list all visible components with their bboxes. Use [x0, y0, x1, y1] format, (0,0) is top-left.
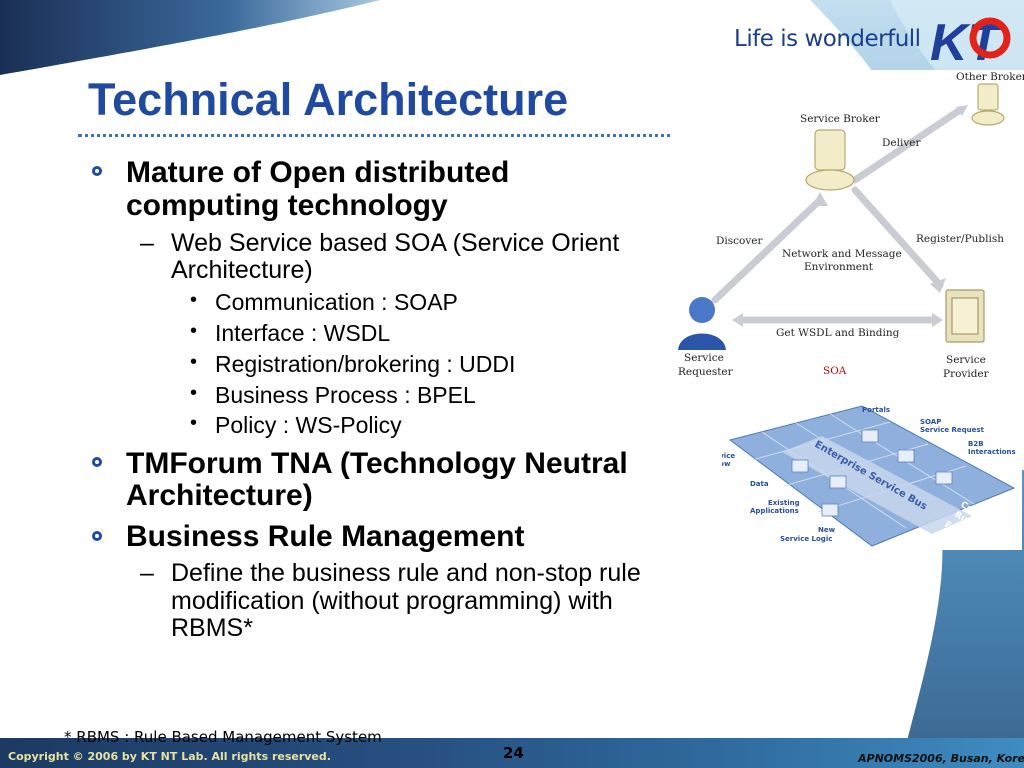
other-brokers-label: Other Brokers	[956, 71, 1024, 83]
kt-logo: KT	[930, 14, 1011, 68]
discover-arrow	[711, 196, 824, 304]
bullet-1-line-1: Mature of Open distributed	[126, 156, 510, 189]
portals-label: Portals	[862, 406, 890, 414]
soa-label: SOA	[823, 365, 847, 377]
bullet-2-line-2: Architecture)	[126, 479, 313, 512]
other-brokers-icon	[971, 83, 1005, 126]
brand-slogan: Life is wonderfull	[734, 26, 921, 52]
service-flow-label-2: Flow	[722, 460, 731, 468]
service-flow-label-1: Service	[722, 452, 735, 460]
copyright-notice: Copyright © 2006 by KT NT Lab. All right…	[8, 750, 331, 763]
slide-title: Technical Architecture	[88, 74, 569, 125]
dot-icon: •	[190, 351, 198, 373]
dot-icon: •	[190, 289, 198, 311]
dot-icon: •	[190, 412, 198, 434]
dot-icon: •	[190, 382, 198, 404]
soap-label-2: Service Request	[920, 426, 985, 434]
item-interface: Interface : WSDL	[215, 320, 391, 346]
deliver-arrow	[851, 106, 964, 184]
register-arrow	[851, 186, 944, 289]
existing-label-2: Applications	[750, 507, 799, 515]
esb-figure: Enterprise Service Bus Portals SOAP Serv…	[722, 400, 1022, 550]
discover-label: Discover	[716, 235, 764, 247]
bullet-1-line-2: computing technology	[126, 189, 448, 222]
soa-diagram: Other Brokers Service Broker Deliver Dis…	[670, 70, 1024, 384]
dot-icon: •	[190, 320, 198, 342]
component-box	[821, 503, 839, 517]
sub-bullet-3-line-3: RBMS*	[171, 614, 253, 642]
get-wsdl-label: Get WSDL and Binding	[776, 327, 900, 339]
existing-label-1: Existing	[768, 499, 800, 507]
title-divider	[78, 134, 678, 137]
register-label: Register/Publish	[916, 233, 1004, 245]
item-communication: Communication : SOAP	[215, 289, 458, 315]
requester-label-2: Requester	[678, 366, 734, 378]
service-broker-label: Service Broker	[800, 113, 881, 125]
provider-label-2: Provider	[943, 368, 990, 380]
component-box	[791, 459, 809, 473]
item-policy: Policy : WS-Policy	[215, 412, 402, 438]
bullet-icon	[92, 531, 102, 541]
bullet-icon	[92, 166, 102, 176]
dash-icon: –	[140, 229, 154, 257]
sub-bullet-1-line-2: Architecture)	[171, 256, 313, 284]
page-number: 24	[503, 744, 524, 762]
bullet-2-line-1: TMForum TNA (Technology Neutral	[126, 447, 628, 480]
component-box	[829, 475, 847, 489]
data-label: Data	[750, 480, 769, 488]
service-provider-icon	[945, 289, 985, 343]
b2b-label-1: B2B	[968, 440, 984, 448]
service-requester-icon	[678, 297, 726, 350]
esb-bus-band	[782, 436, 972, 534]
footnote: * RBMS : Rule Based Management System	[64, 728, 382, 746]
item-business-process: Business Process : BPEL	[215, 382, 476, 408]
provider-label-1: Service	[946, 354, 986, 366]
water-background-top	[0, 0, 380, 75]
sub-bullet-3-line-1: Define the business rule and non-stop ru…	[171, 559, 641, 587]
b2b-label-2: Interactions	[968, 448, 1016, 456]
component-box	[897, 449, 915, 463]
component-box	[861, 429, 879, 443]
footer-bar	[0, 738, 1024, 768]
component-box	[935, 471, 953, 485]
soap-label-1: SOAP	[920, 418, 941, 426]
sub-bullet-1-line-1: Web Service based SOA (Service Orient	[171, 229, 620, 257]
requester-label-1: Service	[684, 352, 724, 364]
sub-bullet-3-line-2: modification (without programming) with	[171, 587, 613, 615]
deliver-label: Deliver	[882, 137, 921, 149]
new-logic-label-2: Service Logic	[780, 535, 832, 543]
bullet-3-line-1: Business Rule Management	[126, 520, 525, 553]
item-registration: Registration/brokering : UDDI	[215, 351, 516, 377]
service-broker-icon	[805, 129, 855, 191]
bullet-icon	[92, 457, 102, 467]
dash-icon: –	[140, 559, 154, 587]
network-label-2: Environment	[804, 261, 874, 273]
new-logic-label-1: New	[818, 526, 836, 534]
conference-label: APNOMS2006, Busan, Korea	[858, 752, 1024, 765]
network-label-1: Network and Message	[782, 248, 902, 260]
